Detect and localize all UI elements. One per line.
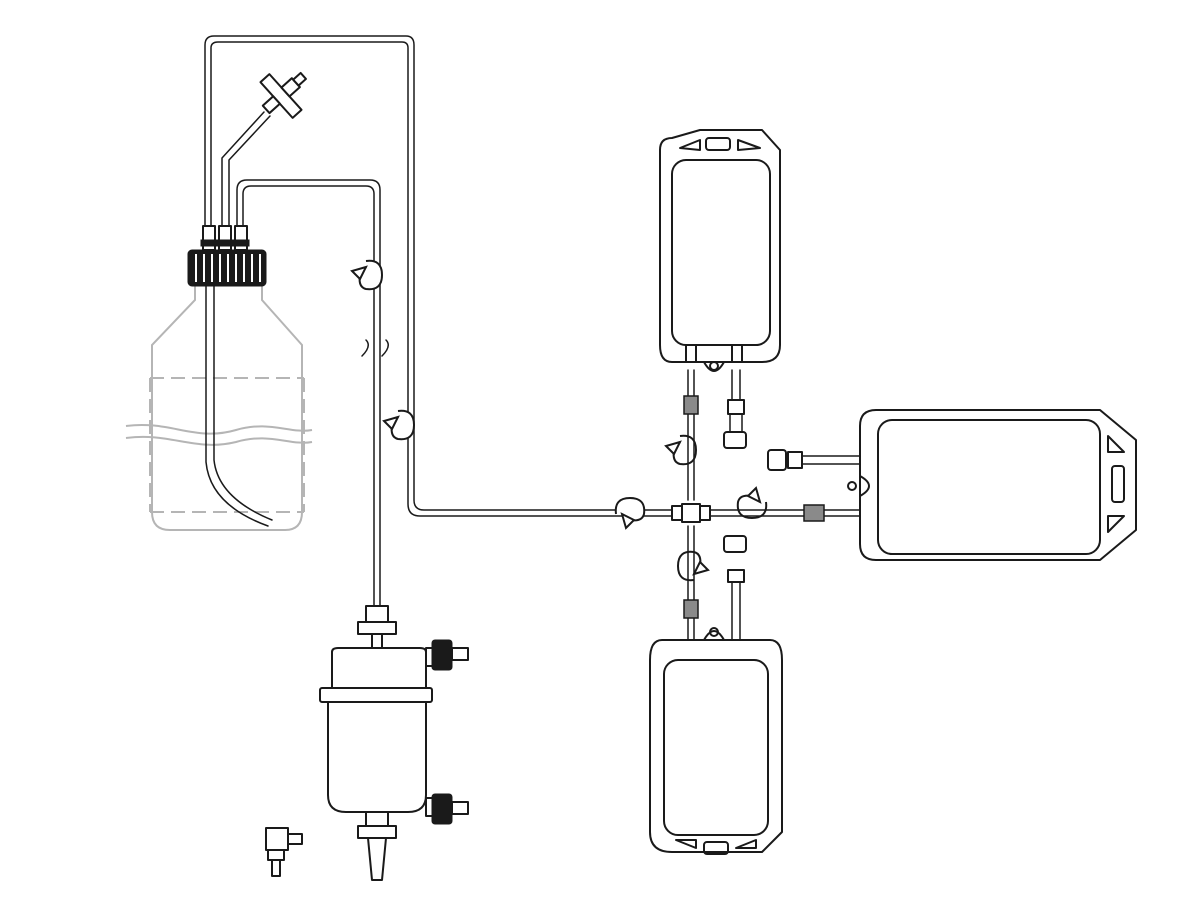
bottle-cap (187, 225, 267, 287)
dip-tube (205, 281, 273, 527)
blood-bag-right (767, 409, 1137, 561)
main-supply-tube (204, 35, 673, 517)
blood-bag-bottom (649, 535, 783, 855)
vent-filter (221, 71, 307, 227)
clamp-group (350, 259, 768, 582)
pinch-clamp-3 (664, 434, 698, 466)
pinch-clamp-4 (614, 496, 646, 530)
pinch-clamp-1 (350, 259, 384, 291)
spare-connector (265, 827, 303, 877)
pinch-clamp-6 (676, 550, 710, 582)
pinch-clamp-2 (382, 409, 416, 441)
filter-feed-tube (236, 179, 389, 611)
media-bottle (125, 286, 313, 531)
blood-bag-top (659, 129, 781, 449)
cross-connector (671, 369, 861, 641)
filter-capsule (319, 605, 469, 881)
pinch-clamp-5 (736, 486, 768, 520)
